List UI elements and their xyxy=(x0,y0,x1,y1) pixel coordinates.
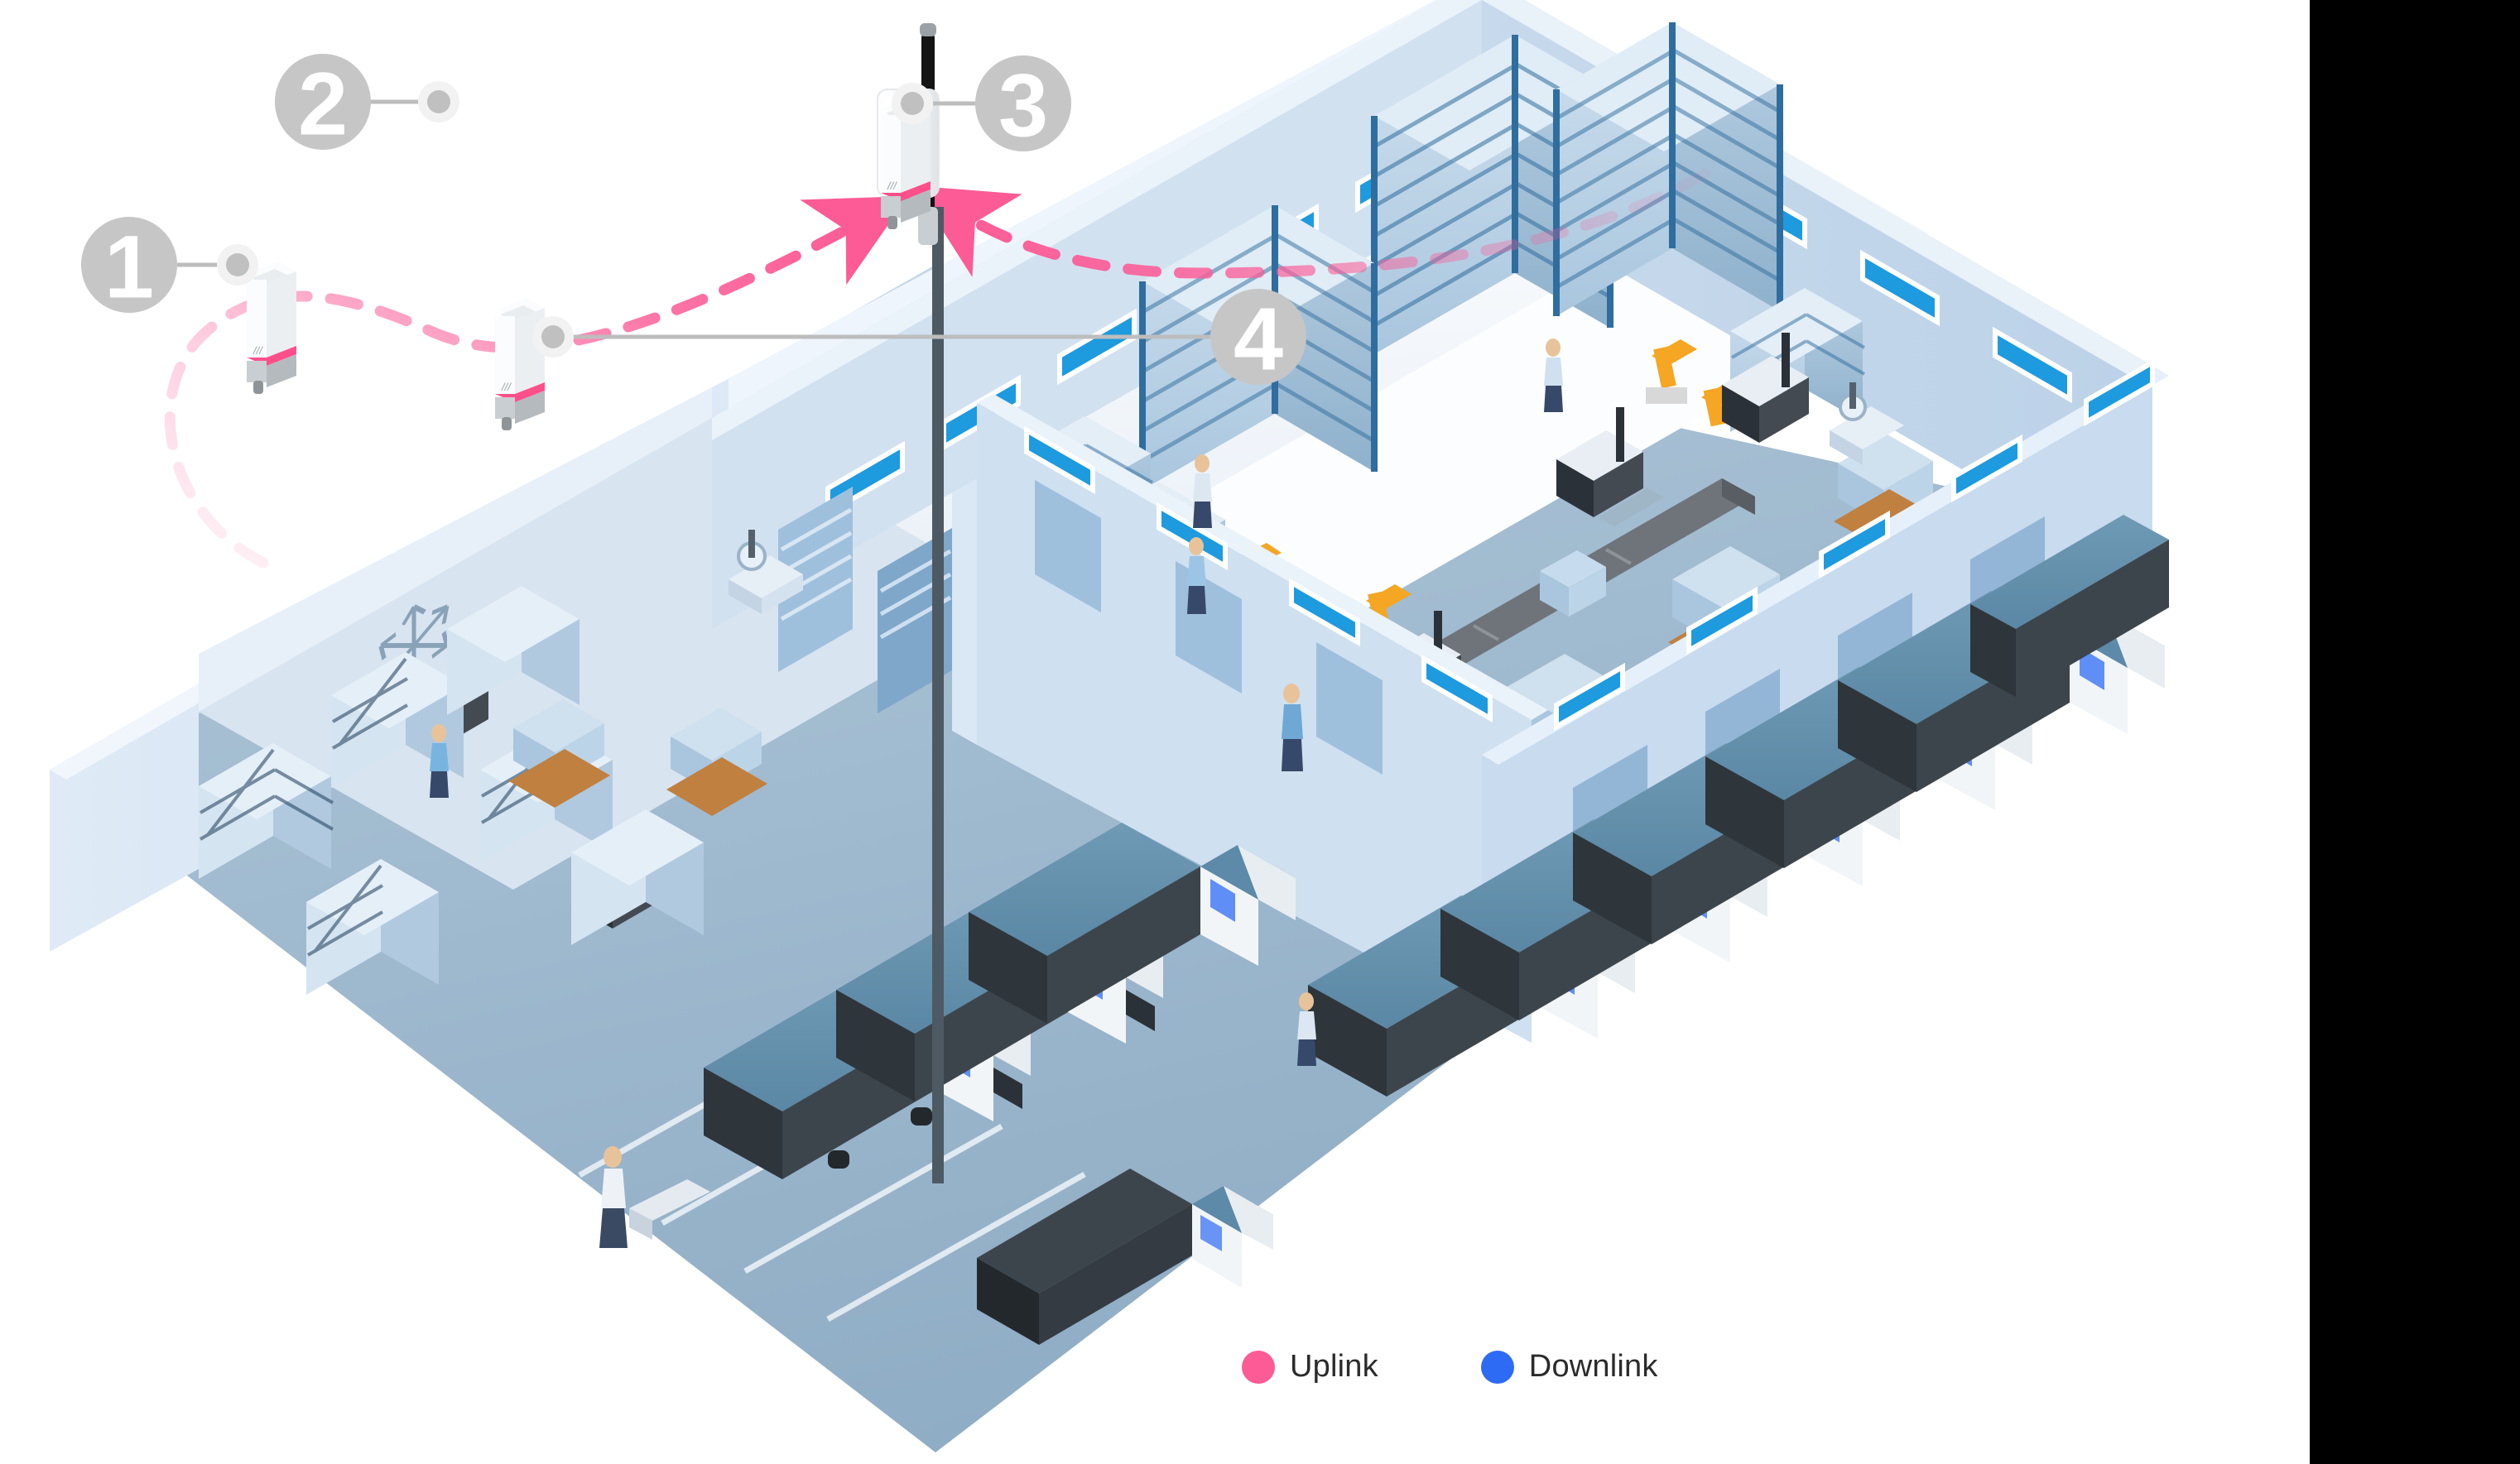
callout-2[interactable]: 2 xyxy=(275,54,459,154)
callout-3[interactable]: 3 xyxy=(892,55,1071,156)
callout-4[interactable]: 4 xyxy=(532,289,1306,389)
cold-storage-sensor[interactable]: /// xyxy=(247,262,296,394)
downlink-circle-dot-icon xyxy=(1480,1350,1514,1384)
legend-item-uplink: Uplink xyxy=(1242,1349,1378,1385)
callout-2-number: 2 xyxy=(298,54,348,154)
callout-4-number: 4 xyxy=(1234,289,1283,389)
callout-1-anchor-dot xyxy=(226,253,249,276)
svg-text:///: /// xyxy=(252,344,263,357)
callout-3-anchor-dot xyxy=(901,92,924,115)
cold-storage-racks xyxy=(199,586,767,995)
callout-3-number: 3 xyxy=(998,55,1048,156)
callout-1-number: 1 xyxy=(104,217,154,317)
uplink-path-warehouse-sensor xyxy=(914,168,1711,279)
trucks-front-dock xyxy=(704,823,1296,1345)
legend-label-uplink: Uplink xyxy=(1290,1349,1378,1384)
uplink-circle-dot-icon xyxy=(1242,1350,1275,1384)
trucks-right-dock xyxy=(1308,515,2169,1097)
workers xyxy=(430,338,1563,1248)
callout-4-circle[interactable] xyxy=(1210,289,1306,385)
legend-label-downlink: Downlink xyxy=(1528,1349,1658,1384)
callout-1-circle[interactable] xyxy=(81,217,177,313)
callout-4-anchor-dot xyxy=(541,325,565,348)
uplink-path-cold-storage xyxy=(164,195,909,569)
callout-1[interactable]: 1 xyxy=(81,217,258,317)
callout-2-circle[interactable] xyxy=(275,54,371,150)
letterbox-bar xyxy=(2310,0,2520,1464)
legend-item-downlink: Downlink xyxy=(1480,1349,1658,1385)
svg-text:///: /// xyxy=(887,180,897,192)
legend: Uplink Downlink xyxy=(1242,1349,1658,1385)
callout-3-circle[interactable] xyxy=(975,55,1071,151)
front-dock-wall xyxy=(977,394,1548,1043)
dock-area-sensor[interactable]: /// xyxy=(495,298,545,430)
callout-2-anchor-dot xyxy=(427,90,450,113)
svg-text:///: /// xyxy=(501,381,512,393)
misc-equipment xyxy=(729,382,1904,614)
